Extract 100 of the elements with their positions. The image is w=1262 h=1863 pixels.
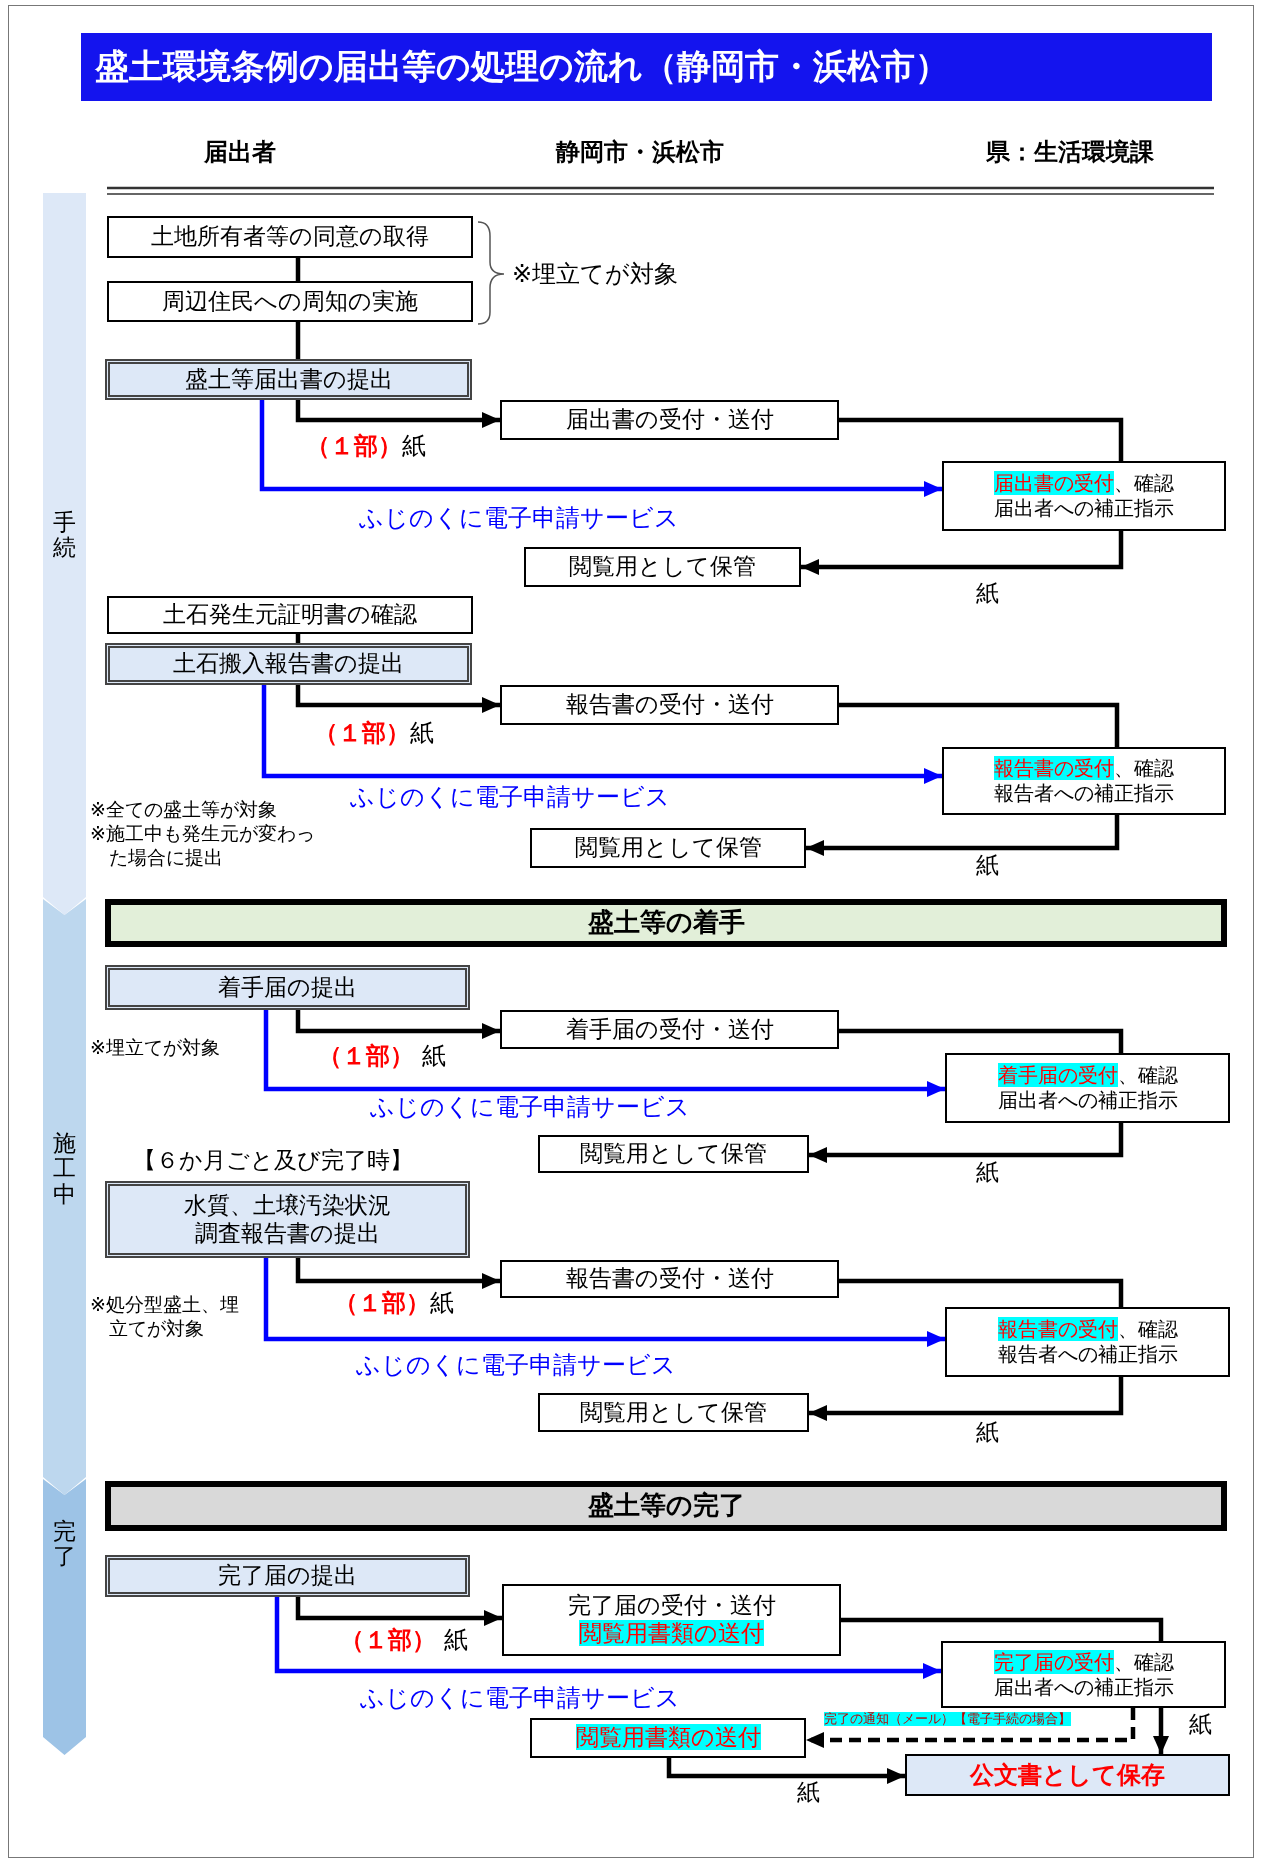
review-box (942, 461, 1226, 531)
stage-banner (105, 1481, 1227, 1531)
arrow (263, 1010, 945, 1097)
edge-label: （１部） 紙 (340, 1627, 468, 1654)
box-text: 盛土等の着手 (587, 907, 745, 938)
arrow (1153, 1708, 1169, 1754)
edge-label: ふじのくに電子申請サービス (350, 784, 670, 811)
arrow (809, 1123, 1124, 1163)
box-text: 届出者への補正指示 (994, 496, 1174, 520)
edge-label: 紙 (976, 1160, 999, 1186)
review-box (942, 747, 1226, 815)
box-text: 着手届の提出 (218, 973, 357, 1000)
step-box (500, 1010, 839, 1049)
step-box (530, 1718, 806, 1758)
archive-box (905, 1754, 1230, 1796)
column-header: 静岡市・浜松市 (554, 137, 725, 167)
box-text: 閲覧用として保管 (580, 1140, 767, 1167)
connector-line (839, 1278, 1124, 1307)
submission-box (105, 965, 470, 1010)
edge-label: 紙 (976, 1420, 999, 1446)
box-text: 完了届の提出 (218, 1562, 357, 1589)
review-box (941, 1641, 1226, 1708)
box-text: 公文書として保存 (970, 1760, 1165, 1789)
step-box (538, 1393, 809, 1432)
box-text: 完了届の受付・送付 (567, 1592, 776, 1619)
arrow (809, 1377, 1124, 1421)
submission-box (105, 1181, 470, 1258)
arrow (295, 400, 500, 428)
phase-label: 手続 (53, 510, 76, 561)
step-box (500, 400, 839, 440)
step-box (538, 1135, 809, 1173)
arrow (801, 531, 1124, 575)
box-text: 土石搬入報告書の提出 (173, 650, 404, 677)
box-text: 届出者への補正指示 (993, 1674, 1174, 1699)
arrow (259, 400, 942, 497)
step-box (107, 216, 473, 258)
step-box (500, 1260, 839, 1298)
edge-label: 完了の通知（メール）【電子手続の場合】 (824, 1712, 1071, 1727)
note-text: ※処分型盛土、埋立てが対象 (90, 1293, 240, 1341)
arrow (806, 815, 1120, 856)
column-header: 県：生活環境課 (985, 137, 1155, 167)
edge-label: ふじのくに電子申請サービス (356, 1352, 676, 1379)
connector-line (841, 1617, 1164, 1641)
connector-line (295, 634, 301, 643)
stage-banner (105, 899, 1227, 947)
step-box (107, 596, 473, 634)
edge-label: ふじのくに電子申請サービス (370, 1094, 690, 1121)
edge-label: 紙 (797, 1780, 820, 1806)
edge-label: 紙 (976, 581, 999, 607)
step-box (524, 547, 801, 587)
box-text: 届出者への補正指示 (997, 1088, 1178, 1112)
note-text: ※埋立てが対象 (90, 1036, 221, 1060)
connector-line (295, 322, 301, 359)
title-banner: 盛土環境条例の届出等の処理の流れ（静岡市・浜松市） (81, 33, 1212, 101)
note-text: ※埋立てが対象 (512, 259, 680, 289)
column-header: 届出者 (203, 137, 277, 167)
box-text: 閲覧用書類の送付 (579, 1620, 764, 1646)
edge-label: （１部）紙 (334, 1290, 454, 1317)
phase-label: 施工中 (53, 1131, 76, 1207)
edge-label: （１部） 紙 (318, 1043, 446, 1070)
connector-line (839, 417, 1124, 461)
step-box (502, 1584, 841, 1656)
note-text: ※全ての盛土等が対象 (90, 798, 278, 822)
dashed-arrow (806, 1708, 1136, 1748)
connector-line (839, 702, 1120, 747)
box-text: 報告書の受付、確認 (994, 756, 1174, 780)
box-text: 閲覧用書類の送付 (575, 1724, 761, 1751)
phase-label: 完了 (53, 1519, 76, 1570)
box-text: 着手届の受付、確認 (997, 1063, 1178, 1087)
step-box (530, 828, 806, 868)
arrow (263, 1258, 945, 1347)
edge-label: （１部）紙 (306, 433, 426, 460)
box-text: 土石発生元証明書の確認 (163, 601, 417, 628)
connector-line (295, 258, 301, 281)
box-text: 報告者への補正指示 (994, 781, 1174, 805)
note-text: ※施工中も発生元が変わった場合に提出 (90, 822, 316, 870)
edge-label: ふじのくに電子申請サービス (359, 505, 679, 532)
box-text: 報告書の受付・送付 (565, 691, 774, 718)
box-text: 報告書の受付、確認 (997, 1317, 1178, 1341)
arrow (261, 685, 942, 784)
box-text: 報告者への補正指示 (997, 1342, 1178, 1366)
submission-box (105, 643, 472, 685)
box-text: 閲覧用として保管 (574, 834, 762, 861)
box-text: 水質、土壌汚染状況調査報告書の提出 (183, 1191, 392, 1248)
box-text: 周辺住民への周知の実施 (162, 287, 418, 314)
connector-line (839, 1028, 1124, 1053)
box-text: 報告書の受付・送付 (565, 1265, 774, 1292)
arrow (295, 1597, 502, 1626)
edge-label: （１部）紙 (314, 720, 434, 747)
box-text: 届出書の受付・送付 (565, 406, 774, 433)
box-text: 閲覧用として保管 (569, 553, 756, 580)
review-box (945, 1307, 1230, 1377)
edge-label: ふじのくに電子申請サービス (360, 1685, 680, 1712)
box-text: 土地所有者等の同意の取得 (151, 223, 429, 250)
arrow (295, 1010, 500, 1039)
arrow (274, 1597, 941, 1679)
arrow (295, 1258, 500, 1289)
review-box (945, 1053, 1230, 1123)
edge-label: 紙 (1189, 1712, 1212, 1738)
box-text: 届出書の受付、確認 (994, 471, 1174, 495)
